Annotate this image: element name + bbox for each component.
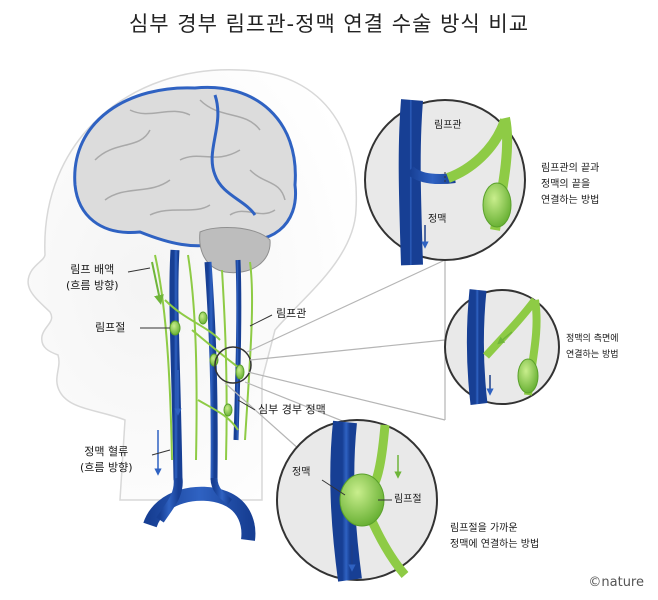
label-deep-cervical-vein: 심부 경부 정맥 xyxy=(258,403,326,416)
method1-description: 림프관의 끝과 정맥의 끝을 연결하는 방법 xyxy=(541,163,600,206)
method3-description: 림프절을 가까운 정맥에 연결하는 방법 xyxy=(450,523,540,550)
label-lymph-node: 림프절 xyxy=(95,321,126,334)
method3-vein-label: 정맥 xyxy=(292,467,311,478)
leader-lines xyxy=(127,267,392,501)
focus-circle xyxy=(214,346,252,384)
detail-end-to-end xyxy=(364,99,526,266)
brain xyxy=(73,85,298,274)
lymph-network xyxy=(151,254,254,461)
method2-description: 정맥의 측면에 연결하는 방법 xyxy=(566,334,619,360)
credit: ©nature xyxy=(588,575,644,590)
label-venous-flow: 정맥 혈류 (흐름 방향) xyxy=(80,445,133,474)
method1-vein-label: 정맥 xyxy=(428,214,447,225)
label-lymph-drainage: 림프 배액 (흐름 방향) xyxy=(66,263,119,292)
method3-node-label: 림프절 xyxy=(394,494,422,505)
detail-end-to-side xyxy=(444,289,560,405)
neck-lymph-nodes xyxy=(169,311,245,417)
method1-vessel-label: 림프관 xyxy=(434,120,462,131)
detail-node-to-vein xyxy=(276,419,438,582)
connector-lines xyxy=(224,200,446,451)
label-lymph-vessel: 림프관 xyxy=(276,307,307,320)
page-title: 심부 경부 림프관-정맥 연결 수술 방식 비교 xyxy=(128,12,530,36)
